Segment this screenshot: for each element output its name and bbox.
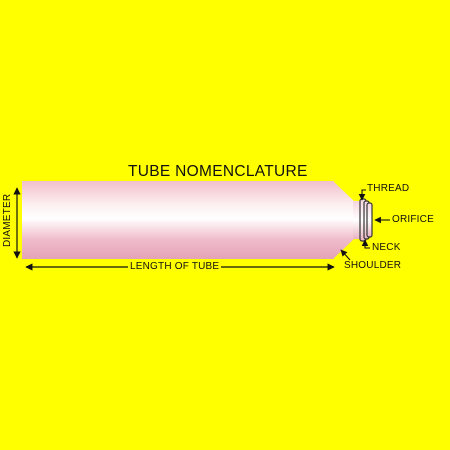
- tube-thread: [353, 198, 373, 242]
- thread-leader: [358, 189, 366, 201]
- shoulder-leader: [340, 249, 351, 261]
- neck-leader: [361, 239, 370, 249]
- tube-body: [22, 181, 334, 259]
- neck-label: NECK: [372, 242, 401, 253]
- thread-label: THREAD: [367, 183, 410, 194]
- length-label: LENGTH OF TUBE: [128, 261, 222, 272]
- shoulder-label: SHOULDER: [344, 260, 402, 271]
- orifice-label: ORIFICE: [392, 214, 434, 225]
- diameter-label: DIAMETER: [2, 193, 13, 247]
- diagram-title: TUBE NOMENCLATURE: [128, 163, 308, 180]
- tube-shoulder: [333, 181, 354, 259]
